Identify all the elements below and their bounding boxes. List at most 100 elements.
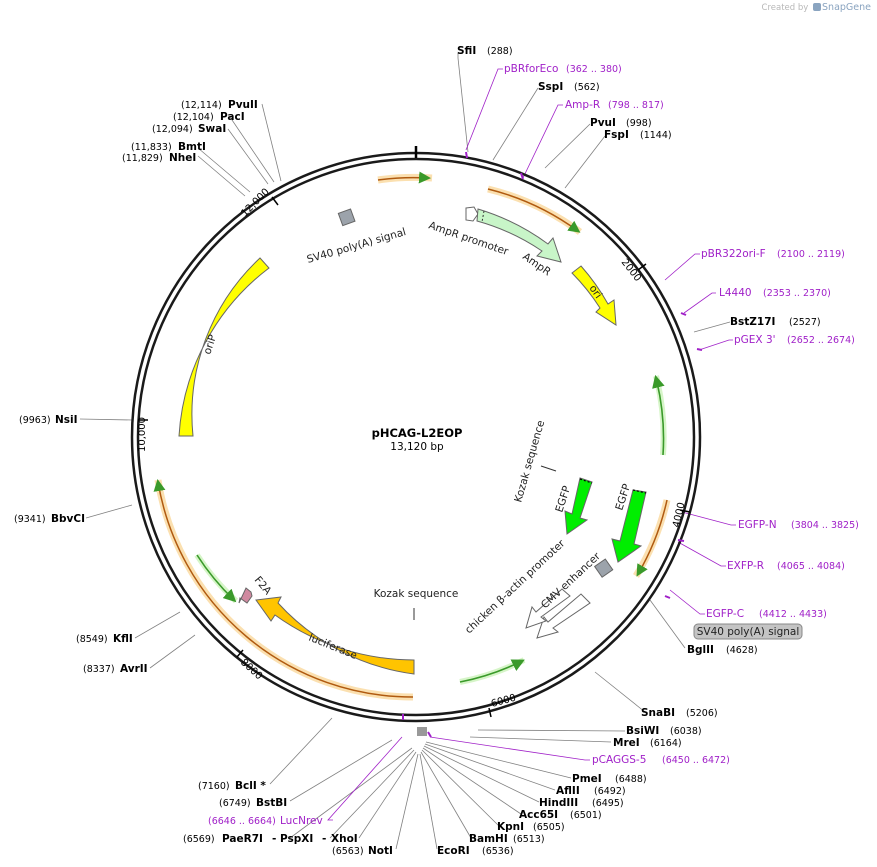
enzyme-paci: PacI — [220, 111, 245, 123]
kozak-marker-right — [540, 465, 557, 472]
primer-pgex3: pGEX 3' — [734, 334, 776, 346]
sv40-polya-callout-label: SV40 poly(A) signal — [697, 626, 800, 638]
svg-text:(6488): (6488) — [615, 774, 647, 785]
enzyme-kfli: KflI — [113, 633, 133, 645]
enzyme-nhei: NheI — [169, 152, 196, 164]
tick-label-10000: 10,000 — [137, 417, 148, 452]
plasmid-size: 13,120 bp — [390, 441, 444, 453]
svg-text:(6492): (6492) — [594, 786, 626, 797]
svg-text:(6563): (6563) — [332, 846, 364, 857]
enzyme-hindiii: HindIII — [539, 797, 578, 809]
enzyme-snabi: SnaBI — [641, 707, 675, 719]
svg-text:(6505): (6505) — [533, 822, 565, 833]
svg-text:(362 .. 380): (362 .. 380) — [566, 64, 622, 75]
svg-text:(6164): (6164) — [650, 738, 682, 749]
svg-text:(798 .. 817): (798 .. 817) — [608, 100, 664, 111]
primer-labels: pBRforEco (362 .. 380) Amp-R (798 .. 817… — [208, 63, 859, 827]
enzyme-bcli: BclI * — [235, 780, 266, 792]
ori-arrow — [571, 265, 617, 326]
sv40-polya-callout-box — [693, 623, 803, 640]
svg-text:(2353 .. 2370): (2353 .. 2370) — [763, 288, 831, 299]
sv40-polya-top-marker — [337, 208, 356, 227]
svg-text:(8549): (8549) — [76, 634, 108, 645]
enzyme-ecori: EcoRI — [437, 845, 470, 857]
svg-text:(1144): (1144) — [640, 130, 672, 141]
svg-text:-: - — [272, 833, 276, 845]
primer-egfp-c: EGFP-C — [706, 608, 744, 620]
ampr-promoter-arrow — [465, 206, 479, 222]
enzyme-bstz17i: BstZ17I — [730, 316, 775, 328]
svg-text:(4628): (4628) — [726, 645, 758, 656]
f2a-arrow — [238, 587, 253, 604]
feature-label-sv40-polya: SV40 poly(A) signal — [306, 226, 408, 266]
svg-text:(11,829): (11,829) — [122, 153, 163, 164]
luciferase-arrow — [255, 596, 415, 675]
svg-text:(3804 .. 3825): (3804 .. 3825) — [791, 520, 859, 531]
enzyme-noti: NotI — [368, 845, 393, 857]
primer-amp-r: Amp-R — [565, 99, 600, 111]
feature-label-luciferase: luciferase — [307, 632, 359, 662]
enzyme-fspi: FspI — [604, 129, 629, 141]
feature-label-egfp-1: EGFP — [553, 484, 573, 514]
green-arrow-features — [194, 374, 667, 685]
enzyme-kpni: KpnI — [497, 821, 524, 833]
enzyme-xhoi: XhoI — [331, 833, 358, 845]
svg-text:(7160): (7160) — [198, 781, 230, 792]
svg-text:(6450 .. 6472): (6450 .. 6472) — [662, 755, 730, 766]
svg-text:(9341): (9341) — [14, 514, 46, 525]
svg-text:(6495): (6495) — [592, 798, 624, 809]
svg-text:-: - — [322, 833, 326, 845]
sv40-polya-right-marker — [593, 558, 614, 578]
enzyme-pvui: PvuI — [590, 117, 616, 129]
primer-l4440: L4440 — [719, 287, 752, 299]
snapgene-branding: Created by SnapGene — [762, 2, 871, 13]
feature-label-f2a: F2A — [252, 574, 275, 598]
chicken-beta-actin-promoter-arrow — [525, 588, 571, 629]
svg-text:(2652 .. 2674): (2652 .. 2674) — [787, 335, 855, 346]
svg-text:(9963): (9963) — [19, 415, 51, 426]
svg-text:(12,104): (12,104) — [173, 112, 214, 123]
plasmid-name: pHCAG-L2EOP — [372, 426, 463, 440]
enzyme-bbvci: BbvCI — [51, 513, 85, 525]
enzyme-acc65i: Acc65I — [519, 809, 558, 821]
enzyme-bstbi: BstBI — [256, 797, 287, 809]
feature-label-kozak-center: Kozak sequence — [374, 588, 459, 600]
primer-exfp-r: EXFP-R — [727, 560, 764, 572]
svg-text:(12,094): (12,094) — [152, 124, 193, 135]
enzyme-swai: SwaI — [198, 123, 226, 135]
enzyme-pspxi: PspXI — [280, 833, 313, 845]
enzyme-nsii: NsiI — [55, 414, 78, 426]
primer-site-marks — [402, 151, 703, 738]
enzyme-bmti: BmtI — [178, 141, 206, 153]
svg-text:(4065 .. 4084): (4065 .. 4084) — [777, 561, 845, 572]
snapgene-brand-text: SnapGene — [822, 2, 871, 13]
svg-text:(6536): (6536) — [482, 846, 514, 857]
primer-egfp-n: EGFP-N — [738, 519, 777, 531]
svg-text:(2100 .. 2119): (2100 .. 2119) — [777, 249, 845, 260]
egfp-arrow-2 — [611, 489, 647, 563]
enzyme-aflii: AflII — [556, 785, 580, 797]
enzyme-avrii: AvrII — [120, 663, 148, 675]
primer-pbrforeco: pBRforEco — [504, 63, 558, 75]
primer-leader-lines — [327, 68, 736, 821]
enzyme-bamhi: BamHI — [469, 833, 508, 845]
snapgene-logo-icon — [813, 3, 822, 11]
svg-text:(998): (998) — [626, 118, 652, 129]
svg-text:(6038): (6038) — [670, 726, 702, 737]
mcs-cluster-mark — [417, 727, 427, 736]
enzyme-mrei: MreI — [613, 737, 640, 749]
feature-label-orip: oriP — [201, 333, 219, 356]
feature-label-kozak-right: Kozak sequence — [512, 419, 547, 504]
enzyme-pmei: PmeI — [572, 773, 602, 785]
enzyme-pvuii: PvuII — [228, 99, 258, 111]
svg-text:(6646 .. 6664): (6646 .. 6664) — [208, 816, 276, 827]
ampr-gene-arrow — [476, 208, 562, 263]
svg-text:(11,833): (11,833) — [131, 142, 172, 153]
svg-text:(288): (288) — [487, 46, 513, 57]
enzyme-labels: SfiI (288) SspI (562) PvuI (998) FspI (1… — [14, 45, 821, 857]
svg-text:(12,114): (12,114) — [181, 100, 222, 111]
svg-text:(6569): (6569) — [183, 834, 215, 845]
orip-arrow — [178, 257, 270, 437]
enzyme-paer7i: PaeR7I — [222, 833, 263, 845]
